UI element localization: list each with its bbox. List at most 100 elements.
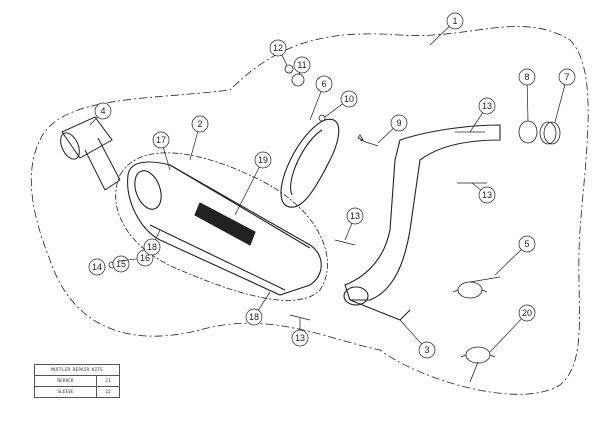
callout-19: 19: [234, 151, 272, 216]
callout-circle: [143, 238, 161, 256]
leader-line: [399, 319, 422, 345]
row-value: 22: [95, 386, 121, 398]
callout-circle: [558, 68, 576, 86]
callout-2: 2: [189, 115, 209, 161]
nut-12: [284, 64, 294, 74]
callout-label: 18: [249, 312, 259, 322]
callout-label: 4: [100, 106, 105, 116]
callout-circle: [315, 75, 333, 93]
callout-circle: [291, 329, 309, 347]
callout-label: 3: [424, 345, 429, 355]
callout-label: 5: [524, 239, 529, 249]
leader-line: [489, 318, 522, 353]
callout-circle: [518, 304, 536, 322]
callout-18: 18: [143, 229, 161, 256]
callout-15: 15: [112, 255, 130, 273]
bolt-9: [357, 134, 379, 147]
callout-6: 6: [309, 75, 333, 121]
leader-line: [494, 249, 522, 276]
callout-label: 17: [156, 135, 166, 145]
leader-line: [89, 116, 98, 126]
assembly-boundary: [30, 26, 589, 395]
grommet-11: [291, 73, 305, 87]
callout-13: 13: [291, 318, 309, 347]
row-value: 21: [95, 375, 121, 387]
callout-circle: [518, 68, 536, 86]
callout-14: 14: [88, 258, 106, 276]
leader-line: [234, 166, 260, 216]
table-title: MUFFLER REPAIR KITS: [34, 364, 120, 376]
callout-label: 14: [92, 262, 102, 272]
leader-line: [155, 229, 161, 240]
callout-1: 1: [429, 12, 464, 46]
callout-circle: [152, 131, 170, 149]
callout-label: 6: [321, 79, 326, 89]
callout-circle: [245, 308, 263, 326]
leader-line: [258, 291, 271, 311]
callout-8: 8: [518, 68, 536, 122]
callout-label: 20: [522, 308, 532, 318]
callout-circle: [518, 235, 536, 253]
leader-line: [189, 131, 199, 161]
leader-line: [429, 26, 450, 46]
callout-circle: [478, 186, 496, 204]
callout-label: 9: [396, 118, 401, 128]
leader-line: [324, 103, 343, 118]
muffler-2: [127, 161, 322, 296]
callout-circle: [191, 115, 209, 133]
callout-20: 20: [489, 304, 536, 353]
leader-line: [377, 128, 394, 144]
callout-13: 13: [469, 97, 496, 133]
leader-line: [554, 84, 566, 123]
callout-17: 17: [152, 131, 171, 171]
muffler-boundary: [115, 152, 328, 301]
callout-label: 13: [350, 211, 360, 221]
bracket-6: [280, 118, 340, 208]
callout-label: 19: [258, 155, 268, 165]
callout-12: 12: [269, 39, 288, 66]
callout-label: 13: [482, 190, 492, 200]
clamp-8: [518, 120, 538, 144]
callout-circle: [293, 56, 311, 74]
callout-label: 18: [147, 242, 157, 252]
callout-label: 13: [295, 333, 305, 343]
leader-line: [344, 223, 353, 241]
callout-10: 10: [324, 90, 358, 118]
callout-label: 13: [482, 101, 492, 111]
leader-line: [162, 147, 171, 171]
callout-label: 15: [116, 259, 126, 269]
callout-18: 18: [245, 291, 271, 326]
callout-5: 5: [494, 235, 536, 276]
gasket-7: [539, 121, 561, 145]
springs-13: [289, 131, 487, 321]
callout-13: 13: [471, 182, 496, 204]
callout-label: 2: [197, 119, 202, 129]
washer-10: [318, 114, 326, 122]
clamp-20: [460, 346, 496, 383]
callout-label: 10: [344, 94, 354, 104]
callout-circle: [478, 97, 496, 115]
leader-line: [309, 91, 322, 121]
callout-circle: [390, 114, 408, 132]
callout-3: 3: [399, 319, 436, 359]
callout-13: 13: [344, 207, 364, 241]
callout-circle: [94, 102, 112, 120]
row-label: REPACK: [34, 375, 97, 387]
header-pipe-3: [343, 124, 501, 321]
clamp-5: [452, 276, 501, 299]
callout-11: 11: [293, 56, 311, 76]
callout-4: 4: [89, 102, 112, 126]
leader-line: [471, 182, 481, 191]
callout-circle: [340, 90, 358, 108]
callout-9: 9: [377, 114, 408, 144]
leader-line: [281, 54, 288, 66]
callout-label: 12: [273, 43, 283, 53]
callout-circle: [269, 39, 287, 57]
leader-line: [298, 72, 301, 76]
